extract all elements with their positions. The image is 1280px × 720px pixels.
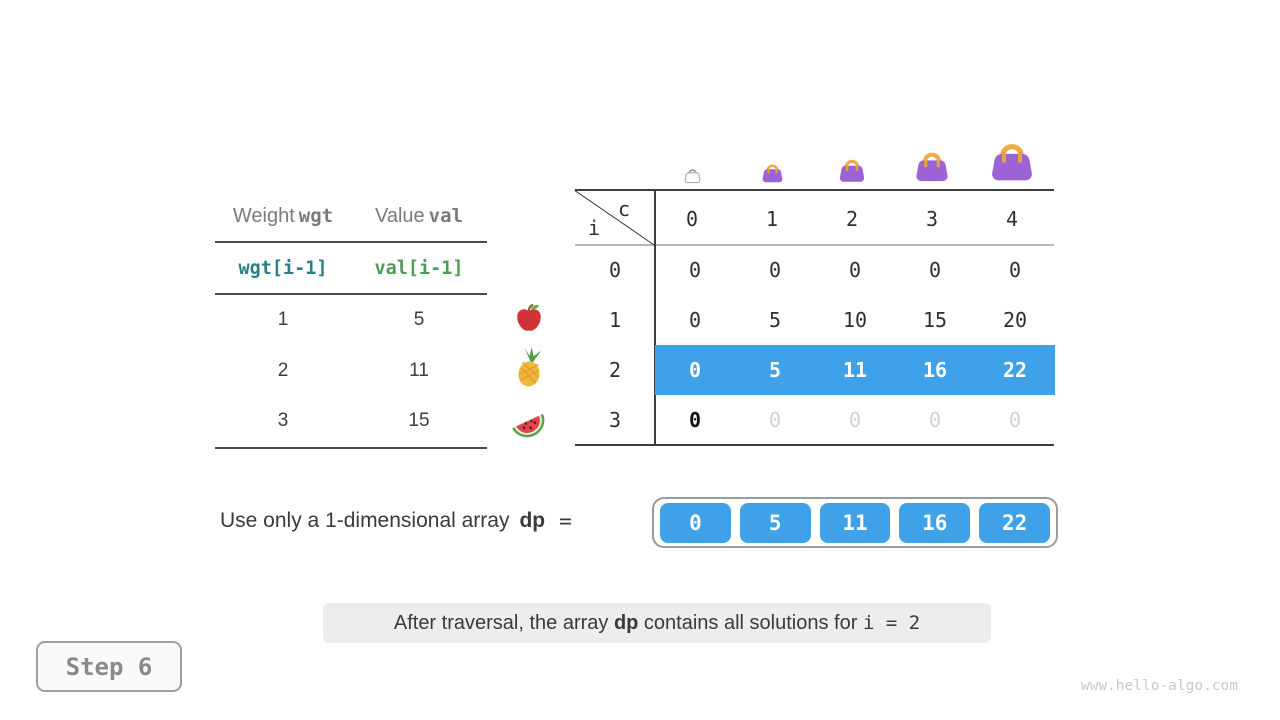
dp-cell: 0 bbox=[688, 258, 702, 282]
caption-code: i = 2 bbox=[862, 612, 921, 634]
bag-capacity-1-icon bbox=[732, 128, 812, 184]
weight-label: Weight bbox=[232, 205, 295, 227]
dp-array-cell: 0 bbox=[660, 502, 731, 543]
dp-cell: 20 bbox=[1002, 308, 1028, 332]
dp-table-vertical-rule bbox=[654, 190, 656, 445]
corner-diagonal-line bbox=[574, 190, 655, 246]
dp-row-0: 0 0 0 0 0 0 bbox=[575, 245, 1055, 295]
val-code-label: val bbox=[428, 205, 463, 227]
item-weight: 3 bbox=[277, 410, 289, 432]
dp-cell-highlighted: 11 bbox=[815, 345, 895, 395]
dp-table-top-rule bbox=[575, 189, 1054, 191]
item-value: 5 bbox=[413, 309, 425, 331]
dp-cell: 0 bbox=[688, 308, 702, 332]
wgt-formula: wgt[i-1] bbox=[238, 257, 328, 279]
dp-cell-highlighted: 5 bbox=[735, 345, 815, 395]
dp-cell-highlighted: 0 bbox=[655, 345, 735, 395]
col-header: 0 bbox=[685, 207, 699, 231]
dp-array-sentence: Use only a 1-dimensional array dp = bbox=[220, 509, 572, 533]
caption-text: After traversal, the array bbox=[393, 611, 614, 634]
dp-cell-pending: 0 bbox=[1008, 408, 1022, 432]
dp-cell: 0 bbox=[768, 258, 782, 282]
bag-capacity-3-icon bbox=[892, 128, 972, 184]
watermark-url: www.hello-algo.com bbox=[1080, 678, 1238, 694]
dp-array-cell: 11 bbox=[819, 502, 891, 543]
wgt-code-label: wgt bbox=[298, 205, 334, 227]
dp-array-cell: 5 bbox=[739, 502, 811, 543]
item-row: 1 5 bbox=[215, 295, 487, 346]
pineapple-icon bbox=[510, 346, 550, 393]
item-value: 11 bbox=[409, 359, 429, 381]
dp-table-header-rule bbox=[575, 244, 1054, 246]
caption-pill: After traversal, the array dp contains a… bbox=[323, 603, 991, 643]
caption-text: contains all solutions for bbox=[638, 611, 863, 634]
dp-cell: 10 bbox=[842, 308, 868, 332]
dp-array-label: Use only a 1-dimensional array bbox=[220, 509, 510, 532]
corner-row-var: i bbox=[588, 216, 601, 240]
items-table-formula-row: wgt[i-1] val[i-1] bbox=[215, 243, 487, 293]
dp-cell-pending: 0 bbox=[768, 408, 782, 432]
dp-table-body: 0 0 0 0 0 0 1 0 5 10 15 20 2 0 5 11 16 2… bbox=[575, 245, 1055, 445]
caption-dp-var: dp bbox=[613, 611, 639, 634]
watermelon-icon bbox=[508, 402, 548, 447]
item-weight: 2 bbox=[277, 359, 289, 381]
step-badge: Step 6 bbox=[36, 641, 182, 692]
val-formula: val[i-1] bbox=[374, 257, 464, 279]
dp-cell: 15 bbox=[922, 308, 948, 332]
item-weight: 1 bbox=[277, 309, 289, 331]
bag-capacity-0-icon bbox=[652, 128, 732, 184]
dp-table-bottom-rule bbox=[575, 444, 1054, 446]
divider bbox=[215, 446, 487, 449]
dp-cell: 5 bbox=[768, 308, 782, 332]
dp-cell-highlighted: 22 bbox=[975, 345, 1055, 395]
dp-row-1: 1 0 5 10 15 20 bbox=[575, 295, 1055, 345]
col-header: 1 bbox=[765, 207, 779, 231]
row-header: 0 bbox=[608, 258, 622, 282]
bag-capacity-4-icon bbox=[972, 128, 1052, 184]
bag-icons-row bbox=[652, 128, 1052, 184]
row-header: 2 bbox=[608, 358, 622, 382]
dp-array-cell: 16 bbox=[899, 502, 971, 543]
row-header: 3 bbox=[608, 408, 622, 432]
dp-var-label: dp bbox=[519, 509, 546, 532]
dp-cell-current: 0 bbox=[688, 408, 702, 432]
value-label: Value bbox=[375, 205, 425, 227]
col-header: 3 bbox=[925, 207, 939, 231]
item-row: 3 15 bbox=[215, 396, 487, 447]
col-header: 2 bbox=[845, 207, 859, 231]
divider bbox=[215, 241, 487, 243]
apple-icon bbox=[514, 303, 544, 338]
dp-cell: 0 bbox=[848, 258, 862, 282]
dp-cell-pending: 0 bbox=[928, 408, 942, 432]
dp-cell-pending: 0 bbox=[848, 408, 862, 432]
divider bbox=[215, 293, 487, 295]
item-row: 2 11 bbox=[215, 346, 487, 397]
dp-row-3: 3 0 0 0 0 0 bbox=[575, 395, 1055, 445]
dp-cell: 0 bbox=[928, 258, 942, 282]
bag-capacity-2-icon bbox=[812, 128, 892, 184]
dp-array: 0 5 11 16 22 bbox=[652, 497, 1058, 548]
dp-row-2-highlighted: 2 0 5 11 16 22 bbox=[575, 345, 1055, 395]
dp-cell-highlighted: 16 bbox=[895, 345, 975, 395]
item-value: 15 bbox=[408, 410, 430, 432]
dp-col-headers: 0 1 2 3 4 bbox=[652, 195, 1052, 243]
dp-array-cell: 22 bbox=[979, 502, 1050, 543]
row-header: 1 bbox=[608, 308, 622, 332]
col-header: 4 bbox=[1005, 207, 1019, 231]
dp-cell: 0 bbox=[1008, 258, 1022, 282]
equals-sign: = bbox=[559, 509, 572, 533]
corner-col-var: c bbox=[618, 197, 631, 221]
